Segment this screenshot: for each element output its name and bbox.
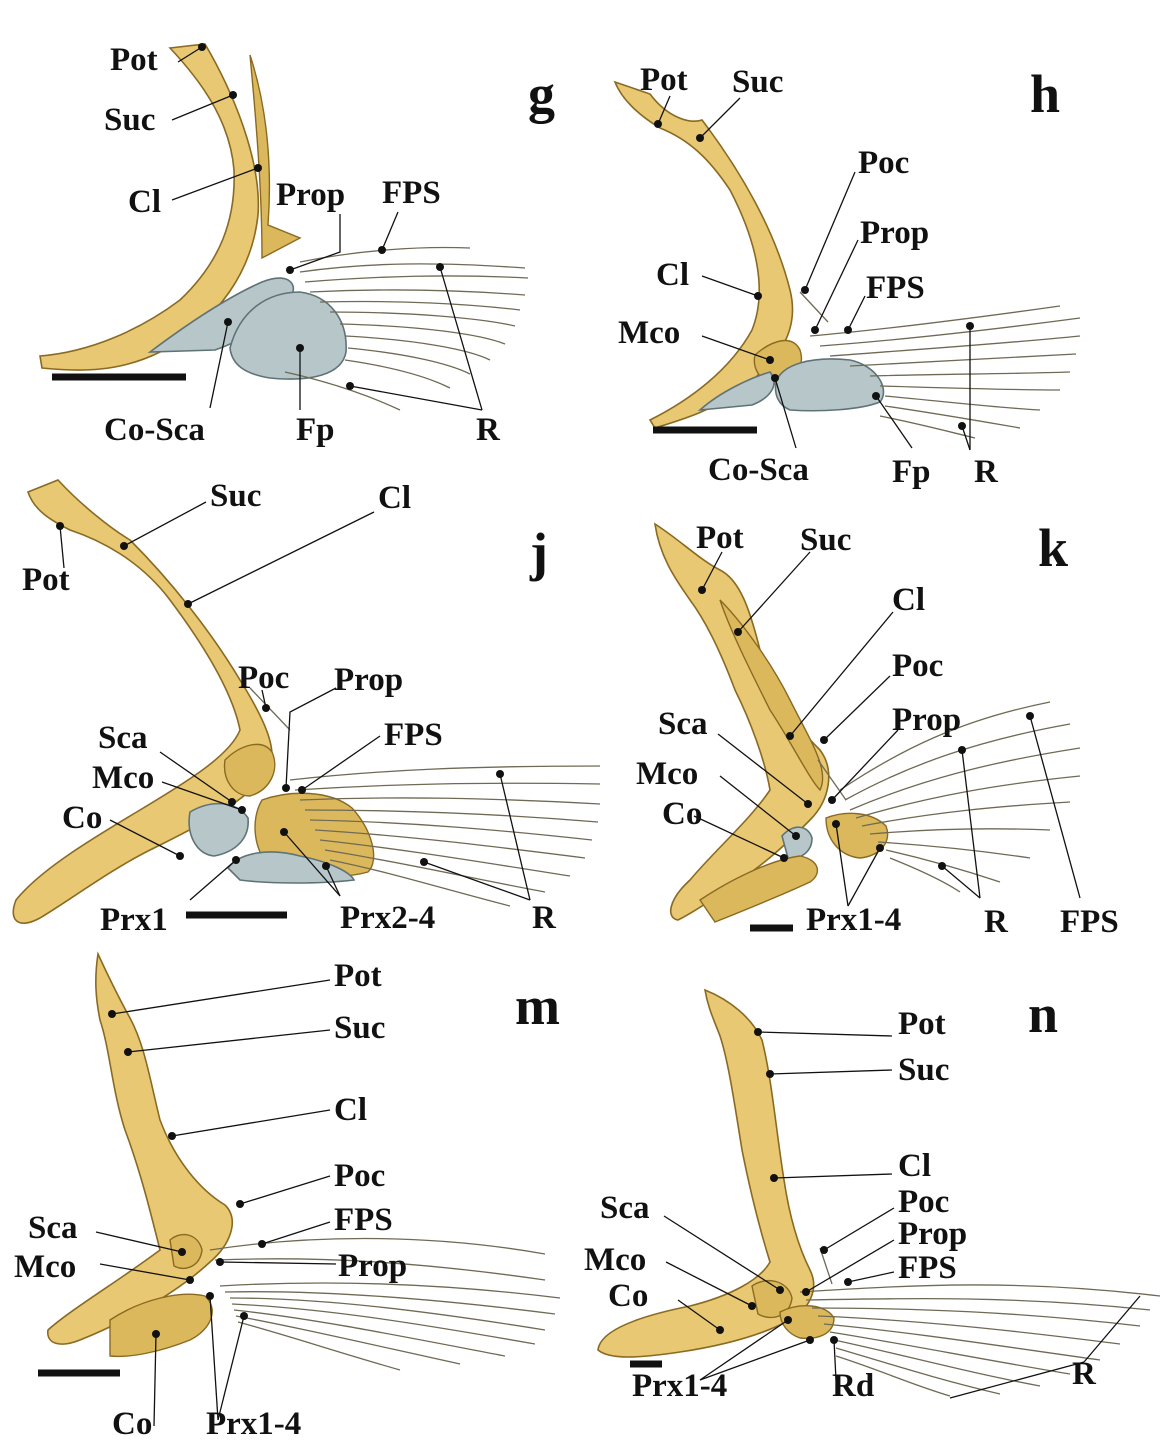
m-label-cl: Cl (334, 1092, 367, 1128)
n-label-rd: Rd (832, 1368, 874, 1404)
n-label-suc: Suc (898, 1052, 949, 1088)
n-label-r: R (1072, 1356, 1097, 1392)
h-label-prop: Prop (860, 215, 929, 251)
k-label-r: R (984, 904, 1009, 940)
panel-letter-k: k (1038, 518, 1068, 578)
h-label-r: R (974, 454, 999, 490)
m-cleithrum (48, 954, 232, 1344)
panel-letter-m: m (515, 976, 560, 1036)
m-label-fps: FPS (334, 1202, 393, 1238)
k-label-co: Co (662, 796, 702, 832)
n-label-prx1-4: Prx1-4 (632, 1368, 727, 1404)
panel-m: m Pot Suc (14, 954, 560, 1442)
m-label-mco: Mco (14, 1249, 76, 1285)
j-label-prx2-4: Prx2-4 (340, 900, 435, 936)
m-label-co: Co (112, 1406, 152, 1442)
m-label-prx1-4: Prx1-4 (206, 1406, 301, 1442)
n-label-sca: Sca (600, 1190, 650, 1226)
panel-g: g (40, 42, 555, 448)
h-label-fp: Fp (892, 454, 931, 490)
panel-letter-n: n (1028, 984, 1058, 1044)
h-fin-plate (776, 359, 884, 411)
m-label-sca: Sca (28, 1210, 78, 1246)
j-label-suc: Suc (210, 478, 261, 514)
j-label-r: R (532, 900, 557, 936)
k-label-cl: Cl (892, 582, 925, 618)
h-label-fps: FPS (866, 270, 925, 306)
g-label-prop: Prop (276, 177, 345, 213)
g-label-pot: Pot (110, 42, 158, 78)
g-label-fps: FPS (382, 175, 441, 211)
k-label-poc: Poc (892, 648, 943, 684)
panel-letter-j: j (529, 522, 548, 582)
k-label-mco: Mco (636, 756, 698, 792)
n-label-mco: Mco (584, 1242, 646, 1278)
n-label-fps: FPS (898, 1250, 957, 1286)
m-label-pot: Pot (334, 958, 382, 994)
n-label-co: Co (608, 1278, 648, 1314)
k-coracoid-cartilage (782, 827, 812, 858)
panel-h: h Po (615, 62, 1080, 490)
j-label-prx1: Prx1 (100, 902, 168, 938)
k-label-suc: Suc (800, 522, 851, 558)
j-label-cl: Cl (378, 480, 411, 516)
j-label-co: Co (62, 800, 102, 836)
m-label-poc: Poc (334, 1158, 385, 1194)
h-label-suc: Suc (732, 64, 783, 100)
k-label-prop: Prop (892, 702, 961, 738)
j-cleithrum (13, 480, 272, 923)
g-label-r: R (476, 412, 501, 448)
h-label-cl: Cl (656, 257, 689, 293)
h-label-poc: Poc (858, 145, 909, 181)
panel-n: n (584, 984, 1160, 1404)
n-label-prop: Prop (898, 1216, 967, 1252)
g-label-cl: Cl (128, 184, 161, 220)
g-label-suc: Suc (104, 102, 155, 138)
j-label-sca: Sca (98, 720, 148, 756)
j-label-pot: Pot (22, 562, 70, 598)
m-label-prop: Prop (338, 1248, 407, 1284)
h-label-co-sca: Co-Sca (708, 452, 809, 488)
j-label-prop: Prop (334, 662, 403, 698)
j-label-mco: Mco (92, 760, 154, 796)
panel-letter-g: g (528, 64, 555, 124)
g-label-fp: Fp (296, 412, 335, 448)
panel-j: j (13, 478, 600, 938)
n-label-cl: Cl (898, 1148, 931, 1184)
m-label-suc: Suc (334, 1010, 385, 1046)
g-cleithrum-blade (250, 55, 300, 258)
g-label-co-sca: Co-Sca (104, 412, 205, 448)
k-label-fps: FPS (1060, 904, 1119, 940)
panel-k: k (636, 518, 1119, 940)
h-label-mco: Mco (618, 315, 680, 351)
k-label-sca: Sca (658, 706, 708, 742)
k-label-pot: Pot (696, 520, 744, 556)
k-label-prx1-4: Prx1-4 (806, 902, 901, 938)
n-label-pot: Pot (898, 1006, 946, 1042)
h-label-pot: Pot (640, 62, 688, 98)
n-label-poc: Poc (898, 1184, 949, 1220)
j-label-poc: Poc (238, 660, 289, 696)
j-label-fps: FPS (384, 717, 443, 753)
panel-letter-h: h (1030, 64, 1060, 124)
